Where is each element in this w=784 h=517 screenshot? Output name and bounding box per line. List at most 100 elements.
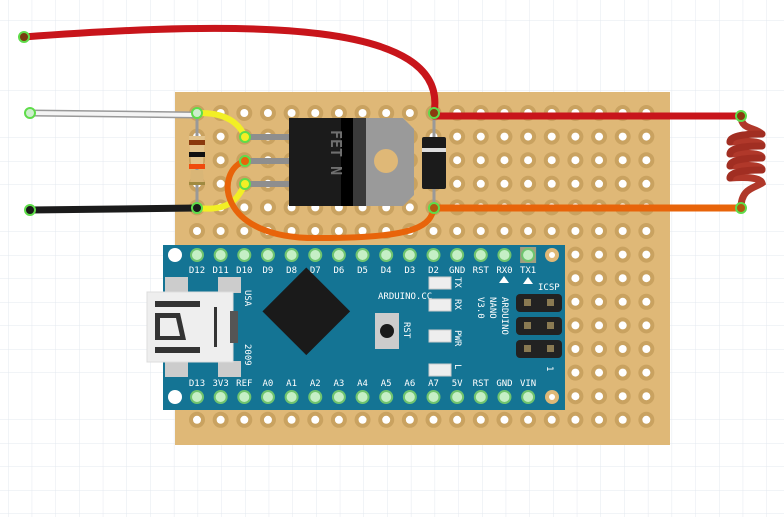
board-hole	[638, 152, 655, 169]
pin-label: D7	[310, 266, 321, 276]
wire-endpoint[interactable]	[428, 202, 440, 214]
wire-endpoint[interactable]	[24, 204, 36, 216]
board-hole	[614, 317, 631, 334]
wire-endpoint[interactable]	[428, 107, 440, 119]
board-hole	[496, 152, 513, 169]
board-hole	[401, 411, 418, 428]
pin-ref[interactable]	[237, 390, 252, 404]
pin-d9[interactable]	[260, 248, 275, 262]
wire-endpoint[interactable]	[191, 202, 203, 214]
board-hole	[567, 246, 584, 263]
pin-d6[interactable]	[331, 248, 346, 262]
pin-a3[interactable]	[331, 390, 346, 404]
pin-tx1[interactable]	[520, 247, 537, 263]
pin-d4[interactable]	[379, 248, 394, 262]
board-hole	[591, 246, 608, 263]
pin-a5[interactable]	[379, 390, 394, 404]
pin-rx0[interactable]	[497, 248, 512, 262]
board-hole	[638, 128, 655, 145]
usb-tab	[218, 361, 241, 377]
pin-3v3[interactable]	[213, 390, 228, 404]
wire-orange-gate[interactable]	[224, 158, 437, 242]
pin-label: D10	[236, 266, 252, 276]
pin-a2[interactable]	[308, 390, 323, 404]
board-hole	[591, 317, 608, 334]
wire-endpoint[interactable]	[239, 178, 251, 190]
pin-d10[interactable]	[237, 248, 252, 262]
board-hole	[567, 175, 584, 192]
board-hole	[638, 388, 655, 405]
board-hole	[591, 175, 608, 192]
diode[interactable]	[422, 113, 446, 208]
board-hole	[591, 270, 608, 287]
inductor-coil[interactable]	[726, 112, 767, 212]
pin-rst[interactable]	[473, 248, 488, 262]
board-hole	[614, 246, 631, 263]
board-hole	[543, 152, 560, 169]
pin-a4[interactable]	[355, 390, 370, 404]
board-hole	[496, 175, 513, 192]
led-rx	[428, 298, 452, 312]
pin-label: A4	[357, 379, 368, 389]
pin-d5[interactable]	[355, 248, 370, 262]
pin-a7[interactable]	[426, 390, 441, 404]
icsp-pin1-mark: 1	[544, 366, 554, 371]
board-hole	[614, 364, 631, 381]
mosfet[interactable]: FET N	[245, 118, 414, 206]
tx-arrow-icon	[523, 277, 533, 284]
board-hole	[520, 175, 537, 192]
pin-5v[interactable]	[450, 390, 465, 404]
wire-endpoint[interactable]	[239, 131, 251, 143]
pin-label: A3	[333, 379, 344, 389]
pin-d12[interactable]	[190, 248, 204, 262]
model-line: ARDUINO	[499, 297, 509, 335]
mount-hole	[545, 390, 559, 404]
pin-gnd[interactable]	[450, 248, 465, 262]
pin-d7[interactable]	[308, 248, 323, 262]
led-l	[428, 363, 452, 377]
wire-endpoint[interactable]	[735, 202, 747, 214]
pin-gnd[interactable]	[497, 390, 512, 404]
board-hole	[212, 152, 229, 169]
board-hole	[567, 341, 584, 357]
reset-button[interactable]	[375, 313, 399, 349]
wire-endpoint[interactable]	[239, 155, 251, 167]
pin-d3[interactable]	[402, 248, 417, 262]
pin-d13[interactable]	[190, 390, 204, 404]
pin-a6[interactable]	[402, 390, 417, 404]
icsp-label: ICSP	[538, 283, 560, 293]
board-hole	[425, 223, 442, 239]
icsp-header[interactable]	[516, 294, 562, 358]
country-label: USA	[242, 290, 252, 307]
pin-d8[interactable]	[284, 248, 299, 262]
board-hole	[591, 341, 608, 357]
pin-label: 5V	[452, 379, 463, 389]
wire-endpoint[interactable]	[24, 107, 36, 119]
wire-endpoint[interactable]	[191, 107, 203, 119]
resistor[interactable]	[189, 113, 205, 208]
pin-d2[interactable]	[426, 248, 441, 262]
pin-label: D13	[189, 379, 205, 389]
board-hole	[614, 223, 631, 239]
led-pwr	[428, 329, 452, 343]
board-hole	[472, 411, 489, 428]
pin-label: A6	[404, 379, 415, 389]
wire-endpoint[interactable]	[735, 110, 747, 122]
wire-red-supply[interactable]	[20, 24, 439, 117]
wire-black[interactable]	[26, 204, 201, 214]
pin-rst[interactable]	[473, 390, 488, 404]
led-label: L	[452, 364, 462, 369]
usb-connector[interactable]	[146, 291, 238, 363]
pin-vin[interactable]	[521, 390, 536, 404]
pin-a1[interactable]	[284, 390, 299, 404]
board-hole	[614, 411, 631, 428]
wire-endpoint[interactable]	[18, 31, 30, 43]
board-hole	[330, 411, 347, 428]
pin-label: D11	[213, 266, 229, 276]
pin-label: A7	[428, 379, 439, 389]
pin-d11[interactable]	[213, 248, 228, 262]
pin-a0[interactable]	[260, 390, 275, 404]
